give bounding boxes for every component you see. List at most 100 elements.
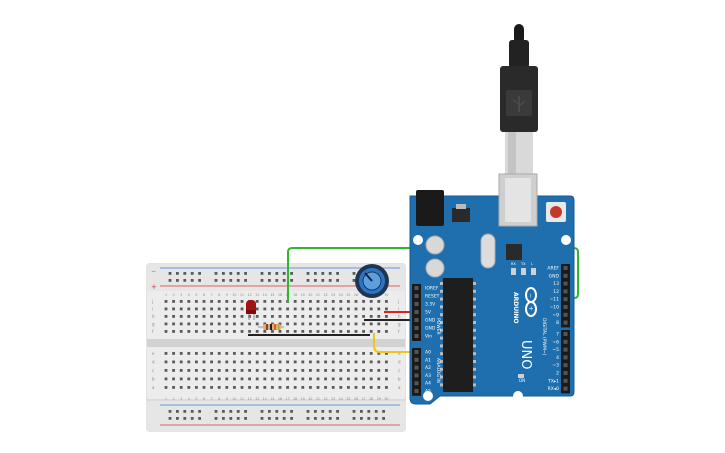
hole[interactable] <box>271 352 274 355</box>
hole[interactable] <box>347 300 350 303</box>
hole[interactable] <box>179 315 183 318</box>
hole[interactable] <box>339 315 343 318</box>
hole[interactable] <box>278 386 282 389</box>
hole[interactable] <box>309 322 312 326</box>
hole[interactable] <box>233 322 236 326</box>
hole[interactable] <box>248 322 251 326</box>
header-pin[interactable] <box>563 332 568 336</box>
rail-hole[interactable] <box>183 279 187 282</box>
hole[interactable] <box>369 352 373 355</box>
hole[interactable] <box>377 322 381 326</box>
hole[interactable] <box>210 300 213 303</box>
hole[interactable] <box>331 386 335 389</box>
hole[interactable] <box>195 322 198 326</box>
hole[interactable] <box>301 307 305 311</box>
hole[interactable] <box>331 330 335 333</box>
hole[interactable] <box>377 307 381 311</box>
hole[interactable] <box>316 315 320 318</box>
hole[interactable] <box>362 360 365 364</box>
hole[interactable] <box>369 300 373 303</box>
header-pin[interactable] <box>414 365 419 370</box>
hole[interactable] <box>255 360 259 364</box>
hole[interactable] <box>225 360 229 364</box>
rail-hole[interactable] <box>306 279 310 282</box>
rail-hole[interactable] <box>328 410 332 413</box>
usb-cable[interactable] <box>500 24 538 174</box>
hole[interactable] <box>331 352 335 355</box>
hole[interactable] <box>377 377 381 381</box>
hole[interactable] <box>240 386 244 389</box>
rail-hole[interactable] <box>367 417 371 420</box>
hole[interactable] <box>248 377 251 381</box>
hole[interactable] <box>187 377 191 381</box>
hole[interactable] <box>354 315 358 318</box>
hole[interactable] <box>217 315 221 318</box>
hole[interactable] <box>339 307 343 311</box>
rail-hole[interactable] <box>244 279 247 282</box>
hole[interactable] <box>187 360 191 364</box>
hole[interactable] <box>172 315 175 318</box>
hole[interactable] <box>347 386 350 389</box>
hole[interactable] <box>195 315 198 318</box>
hole[interactable] <box>179 352 183 355</box>
hole[interactable] <box>195 360 198 364</box>
hole[interactable] <box>255 386 259 389</box>
rail-hole[interactable] <box>360 417 363 420</box>
rail-hole[interactable] <box>260 279 264 282</box>
hole[interactable] <box>202 322 206 326</box>
rail-hole[interactable] <box>236 410 240 413</box>
hole[interactable] <box>263 386 267 389</box>
red-led[interactable] <box>246 300 256 320</box>
hole[interactable] <box>362 307 365 311</box>
rail-hole[interactable] <box>183 272 187 275</box>
hole[interactable] <box>164 315 168 318</box>
hole[interactable] <box>316 330 320 333</box>
hole[interactable] <box>347 352 350 355</box>
hole[interactable] <box>385 360 388 364</box>
rail-hole[interactable] <box>268 279 271 282</box>
rail-hole[interactable] <box>190 279 194 282</box>
hole[interactable] <box>309 386 312 389</box>
hole[interactable] <box>354 322 358 326</box>
rail-hole[interactable] <box>244 417 247 420</box>
hole[interactable] <box>217 360 221 364</box>
hole[interactable] <box>278 360 282 364</box>
rail-hole[interactable] <box>328 417 332 420</box>
hole[interactable] <box>301 315 305 318</box>
hole[interactable] <box>187 307 191 311</box>
hole[interactable] <box>385 352 388 355</box>
hole[interactable] <box>164 377 168 381</box>
hole[interactable] <box>248 360 251 364</box>
hole[interactable] <box>179 307 183 311</box>
hole[interactable] <box>240 352 244 355</box>
rail-hole[interactable] <box>352 272 356 275</box>
hole[interactable] <box>331 300 335 303</box>
rail-hole[interactable] <box>260 410 264 413</box>
hole[interactable] <box>286 360 289 364</box>
hole[interactable] <box>225 315 229 318</box>
hole[interactable] <box>316 352 320 355</box>
hole[interactable] <box>164 330 168 333</box>
rail-hole[interactable] <box>229 272 233 275</box>
rail-hole[interactable] <box>222 279 225 282</box>
hole[interactable] <box>217 377 221 381</box>
hole[interactable] <box>202 315 206 318</box>
hole[interactable] <box>293 352 297 355</box>
hole[interactable] <box>202 377 206 381</box>
hole[interactable] <box>225 307 229 311</box>
hole[interactable] <box>248 386 251 389</box>
rail-hole[interactable] <box>374 417 378 420</box>
hole[interactable] <box>316 386 320 389</box>
rail-hole[interactable] <box>352 417 356 420</box>
analog-wire[interactable] <box>373 333 416 353</box>
header-pin[interactable] <box>414 389 419 393</box>
hole[interactable] <box>347 322 350 326</box>
rail-hole[interactable] <box>352 410 356 413</box>
hole[interactable] <box>263 360 267 364</box>
hole[interactable] <box>217 352 221 355</box>
rail-hole[interactable] <box>168 279 172 282</box>
rail-hole[interactable] <box>168 272 172 275</box>
hole[interactable] <box>286 377 289 381</box>
hole[interactable] <box>210 330 213 333</box>
